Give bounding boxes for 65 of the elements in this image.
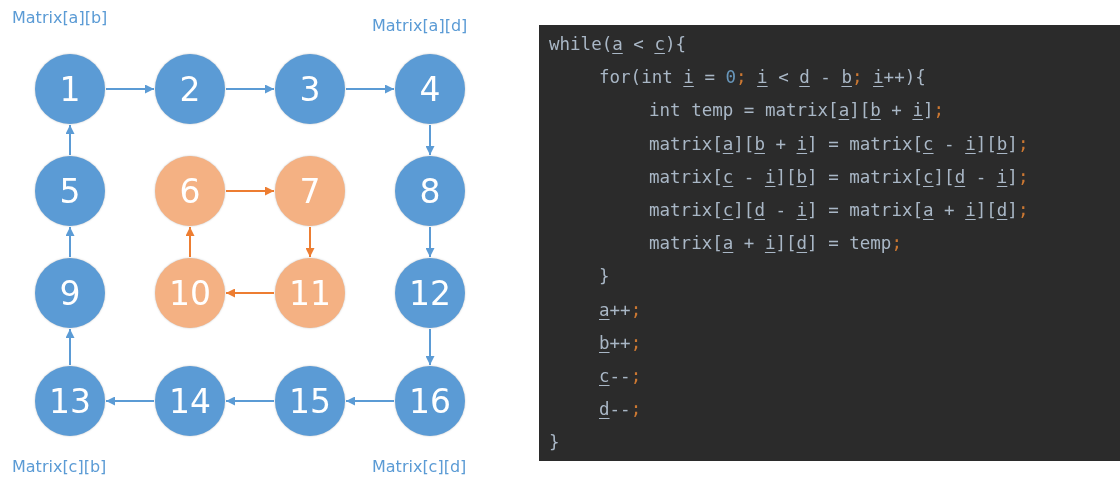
node-number: 12 — [409, 276, 451, 310]
node-number: 5 — [59, 174, 81, 208]
node-number: 4 — [419, 72, 441, 106]
code-line: b++; — [599, 331, 642, 354]
arrow — [225, 288, 275, 298]
arrow — [105, 396, 155, 406]
code-line: int temp = matrix[a][b + i]; — [649, 99, 945, 122]
circle-node — [35, 156, 105, 226]
arrow — [65, 226, 75, 258]
node-number: 1 — [59, 72, 81, 106]
circle-node — [155, 366, 225, 436]
arrow — [65, 328, 75, 366]
code-line: } — [549, 431, 560, 454]
arrow — [425, 124, 435, 156]
code-line: while(a < c){ — [549, 33, 686, 55]
arrow — [425, 226, 435, 258]
node-number: 11 — [289, 276, 331, 310]
circle-node — [395, 366, 465, 436]
matrix-label: Matrix[c][b] — [12, 457, 107, 476]
code-line: matrix[a][b + i] = matrix[c - i][b]; — [649, 132, 1029, 155]
arrow — [425, 328, 435, 366]
circle-node — [395, 54, 465, 124]
code-line: matrix[c][d - i] = matrix[a + i][d]; — [649, 199, 1029, 221]
node-number: 3 — [299, 72, 321, 106]
arrow — [65, 124, 75, 156]
arrow — [225, 186, 275, 196]
arrow — [185, 226, 195, 258]
node-number: 10 — [169, 276, 211, 310]
arrow — [105, 84, 155, 94]
circle-node — [275, 156, 345, 226]
circle-node — [395, 156, 465, 226]
arrow — [225, 396, 275, 406]
code-line: for(int i = 0; i < d - b; i++){ — [599, 66, 926, 89]
circle-node — [275, 54, 345, 124]
arrow — [305, 226, 315, 258]
code-line: d--; — [599, 398, 642, 421]
node-number: 8 — [419, 174, 441, 208]
circle-node — [35, 54, 105, 124]
circle-node — [395, 258, 465, 328]
arrow — [345, 84, 395, 94]
code-line: a++; — [599, 298, 642, 321]
matrix-label: Matrix[a][b] — [12, 8, 108, 27]
node-number: 14 — [169, 384, 211, 418]
circle-node — [155, 258, 225, 328]
circle-node — [275, 258, 345, 328]
circle-node — [35, 258, 105, 328]
arrow — [345, 396, 395, 406]
circle-node — [155, 54, 225, 124]
node-number: 15 — [289, 384, 331, 418]
circle-node — [35, 366, 105, 436]
matrix-label: Matrix[a][d] — [372, 16, 468, 35]
code-line: matrix[c - i][b] = matrix[c][d - i]; — [649, 165, 1029, 188]
code-line: } — [599, 265, 610, 288]
node-number: 6 — [179, 174, 201, 208]
node-number: 16 — [409, 384, 451, 418]
node-number: 13 — [49, 384, 91, 418]
code-line: c--; — [599, 365, 642, 387]
matrix-label: Matrix[c][d] — [372, 457, 467, 476]
node-number: 2 — [179, 72, 201, 106]
circle-node — [155, 156, 225, 226]
code-line: matrix[a + i][d] = temp; — [649, 232, 902, 255]
node-number: 9 — [59, 276, 81, 310]
node-number: 7 — [299, 174, 321, 208]
circle-node — [275, 366, 345, 436]
arrow — [225, 84, 275, 94]
